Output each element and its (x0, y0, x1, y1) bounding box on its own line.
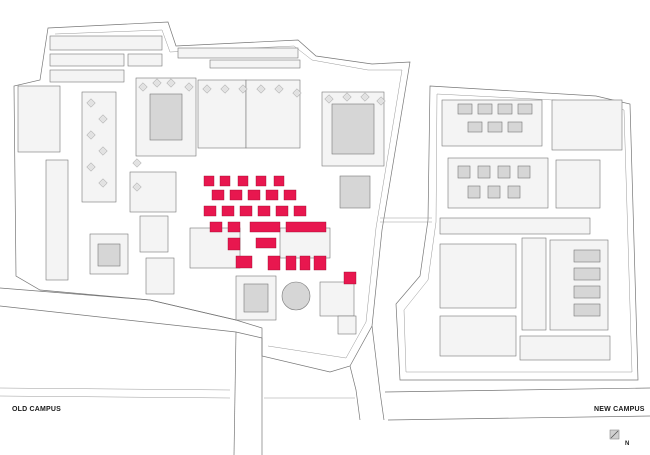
old-campus-north-blocks (49, 35, 301, 83)
road-network (0, 217, 650, 455)
highlight-unit (273, 175, 285, 187)
highlight-unit (237, 175, 249, 187)
new-campus-north-blocks (441, 99, 623, 209)
highlight-unit (275, 205, 289, 217)
new-campus-label: NEW CAMPUS (594, 406, 645, 413)
diamond-units (86, 78, 386, 192)
old-campus-boundary (13, 21, 411, 373)
highlight-unit (219, 175, 231, 187)
north-arrow-icon (609, 429, 620, 440)
highlight-unit (257, 205, 271, 217)
old-campus-inner-boundary (54, 29, 403, 359)
highlight-unit (265, 189, 279, 201)
new-campus-south-buildings (439, 217, 611, 361)
highlight-unit (249, 221, 281, 233)
highlight-unit (313, 255, 327, 271)
old-campus-courtyard-blocks (129, 77, 385, 213)
highlight-unit (209, 221, 223, 233)
highlight-unit (247, 189, 261, 201)
highlight-unit (267, 255, 281, 271)
highlight-unit (285, 255, 297, 271)
highlight-unit (227, 221, 241, 233)
highlight-unit (285, 221, 327, 233)
highlight-unit (227, 237, 241, 251)
highlight-unit (203, 205, 217, 217)
highlight-unit (229, 189, 243, 201)
highlight-unit (203, 175, 215, 187)
highlighted-project-buildings (203, 175, 357, 285)
highlight-unit (283, 189, 297, 201)
highlight-unit (299, 255, 311, 271)
highlight-unit (343, 271, 357, 285)
highlight-unit (255, 175, 267, 187)
old-campus-west-blocks (17, 85, 175, 295)
highlight-unit (211, 189, 225, 201)
highlight-unit (221, 205, 235, 217)
highlight-unit (239, 205, 253, 217)
highlight-unit (255, 237, 277, 249)
north-label: N (625, 441, 630, 447)
old-campus-label: OLD CAMPUS (12, 406, 62, 413)
highlight-unit (235, 255, 253, 269)
new-campus-boundary (395, 85, 639, 381)
highlight-unit (293, 205, 307, 217)
